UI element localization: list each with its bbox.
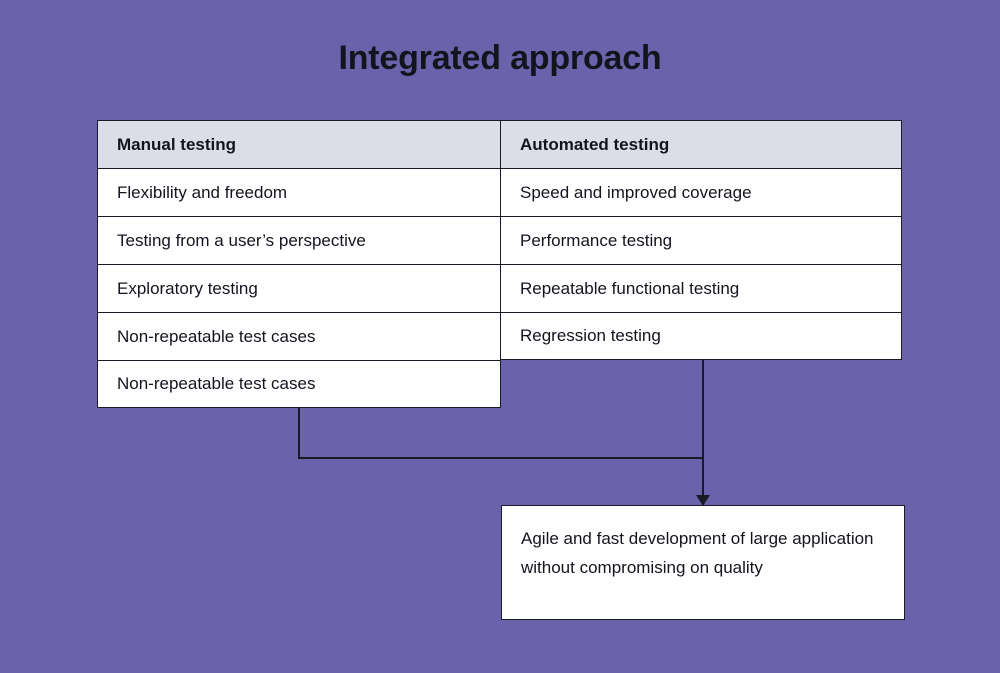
table-row: Non-repeatable test cases	[97, 312, 501, 360]
connector-line-automated-vertical	[702, 359, 704, 499]
result-box: Agile and fast development of large appl…	[501, 505, 905, 620]
table-row: Performance testing	[500, 216, 902, 264]
column-header-manual-testing: Manual testing	[97, 120, 501, 168]
connector-line-manual-vertical	[298, 408, 300, 459]
connector-line-horizontal	[298, 457, 704, 459]
column-header-automated-testing: Automated testing	[500, 120, 902, 168]
page-title: Integrated approach	[338, 39, 662, 77]
table-column-manual-testing: Manual testing Flexibility and freedom T…	[97, 120, 501, 408]
arrow-down-icon	[696, 495, 710, 506]
table-row: Exploratory testing	[97, 264, 501, 312]
table-row: Regression testing	[500, 312, 902, 360]
table-row: Non-repeatable test cases	[97, 360, 501, 408]
table-row: Speed and improved coverage	[500, 168, 902, 216]
comparison-table: Manual testing Flexibility and freedom T…	[97, 120, 903, 408]
table-row: Flexibility and freedom	[97, 168, 501, 216]
table-row: Testing from a user’s perspective	[97, 216, 501, 264]
table-row: Repeatable functional testing	[500, 264, 902, 312]
table-column-automated-testing: Automated testing Speed and improved cov…	[500, 120, 902, 360]
